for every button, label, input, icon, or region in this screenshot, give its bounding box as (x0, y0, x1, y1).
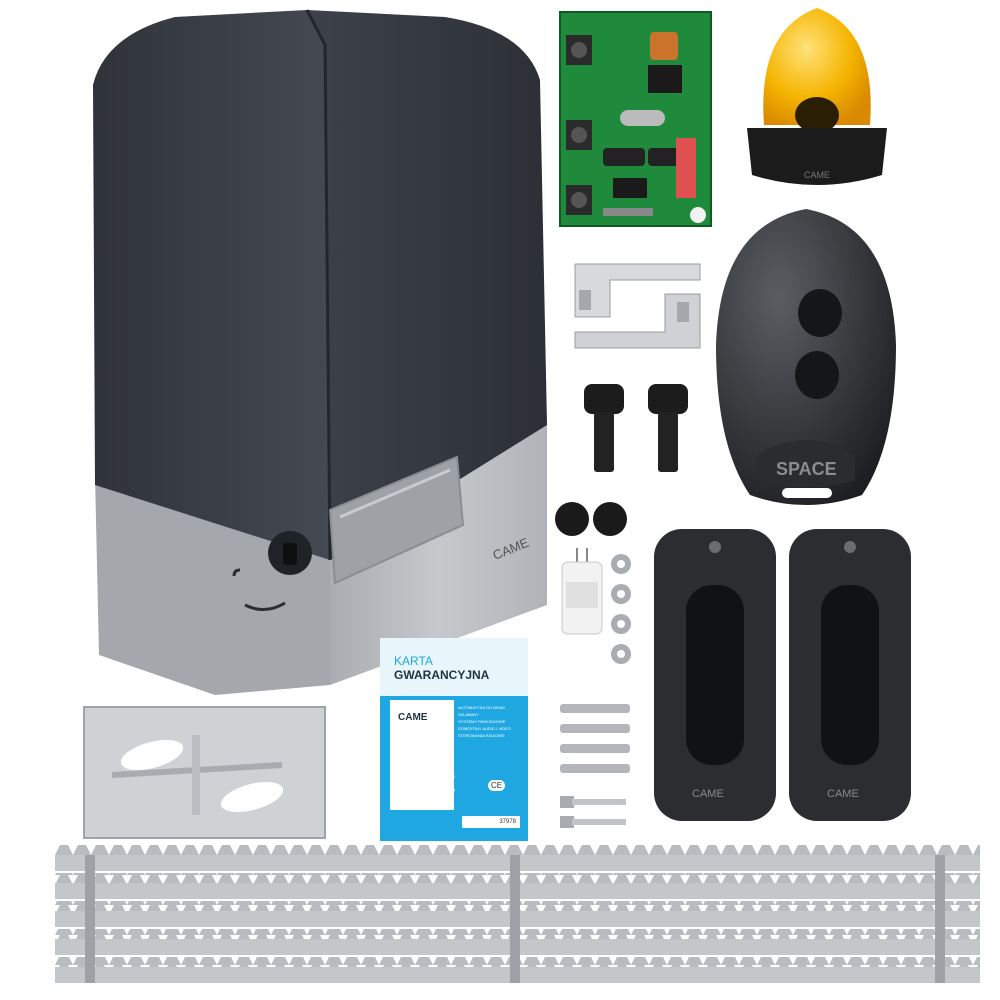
gear-racks (55, 845, 980, 995)
warranty-card-title-1: KARTA (394, 654, 433, 668)
capacitor (556, 548, 608, 636)
nuts (606, 550, 636, 670)
remote-control: SPACE (712, 205, 900, 515)
ce-mark: CE (488, 780, 506, 791)
anchor-bolts (556, 700, 634, 835)
remote-brand-label: SPACE (776, 459, 837, 479)
warranty-card-title-2: GWARANCYJNA (394, 668, 490, 682)
photocell-right-brand: CAME (827, 788, 859, 800)
photocell-right: CAME (785, 525, 915, 825)
warranty-card-serial: 37978 (462, 816, 520, 828)
photocell-left-brand: CAME (692, 788, 724, 800)
service-item: SYSTEMY PARKINGOWE (458, 719, 506, 724)
foundation-plate (82, 705, 327, 840)
service-item: AUTOMATYKA DO BRAM (458, 705, 505, 710)
rubber-caps (552, 498, 632, 540)
receiver-board (558, 10, 713, 228)
warranty-card-brand: CAME (398, 712, 428, 723)
service-item: STEROWANIA RADIOWE (458, 733, 505, 738)
service-item: DOMOFONY AUDIO I VIDEO (458, 726, 511, 731)
gate-motor: CAME (85, 5, 555, 695)
warranty-card-months: 24 (422, 770, 456, 803)
mounting-brackets (565, 262, 710, 350)
service-item: SZLABANY (458, 712, 479, 717)
warranty-card-services: AUTOMATYKA DO BRAM SZLABANY SYSTEMY PARK… (458, 704, 524, 739)
lamp-brand-label: CAME (804, 170, 830, 180)
photocell-left: CAME (650, 525, 780, 825)
warranty-card-header (380, 638, 528, 696)
warranty-card: KARTA GWARANCYJNA CAME AUTOMATYKA DO BRA… (380, 638, 528, 841)
warranty-card-body: CAME (390, 700, 454, 810)
release-keys (578, 378, 698, 476)
flashing-lamp: CAME (742, 0, 892, 190)
